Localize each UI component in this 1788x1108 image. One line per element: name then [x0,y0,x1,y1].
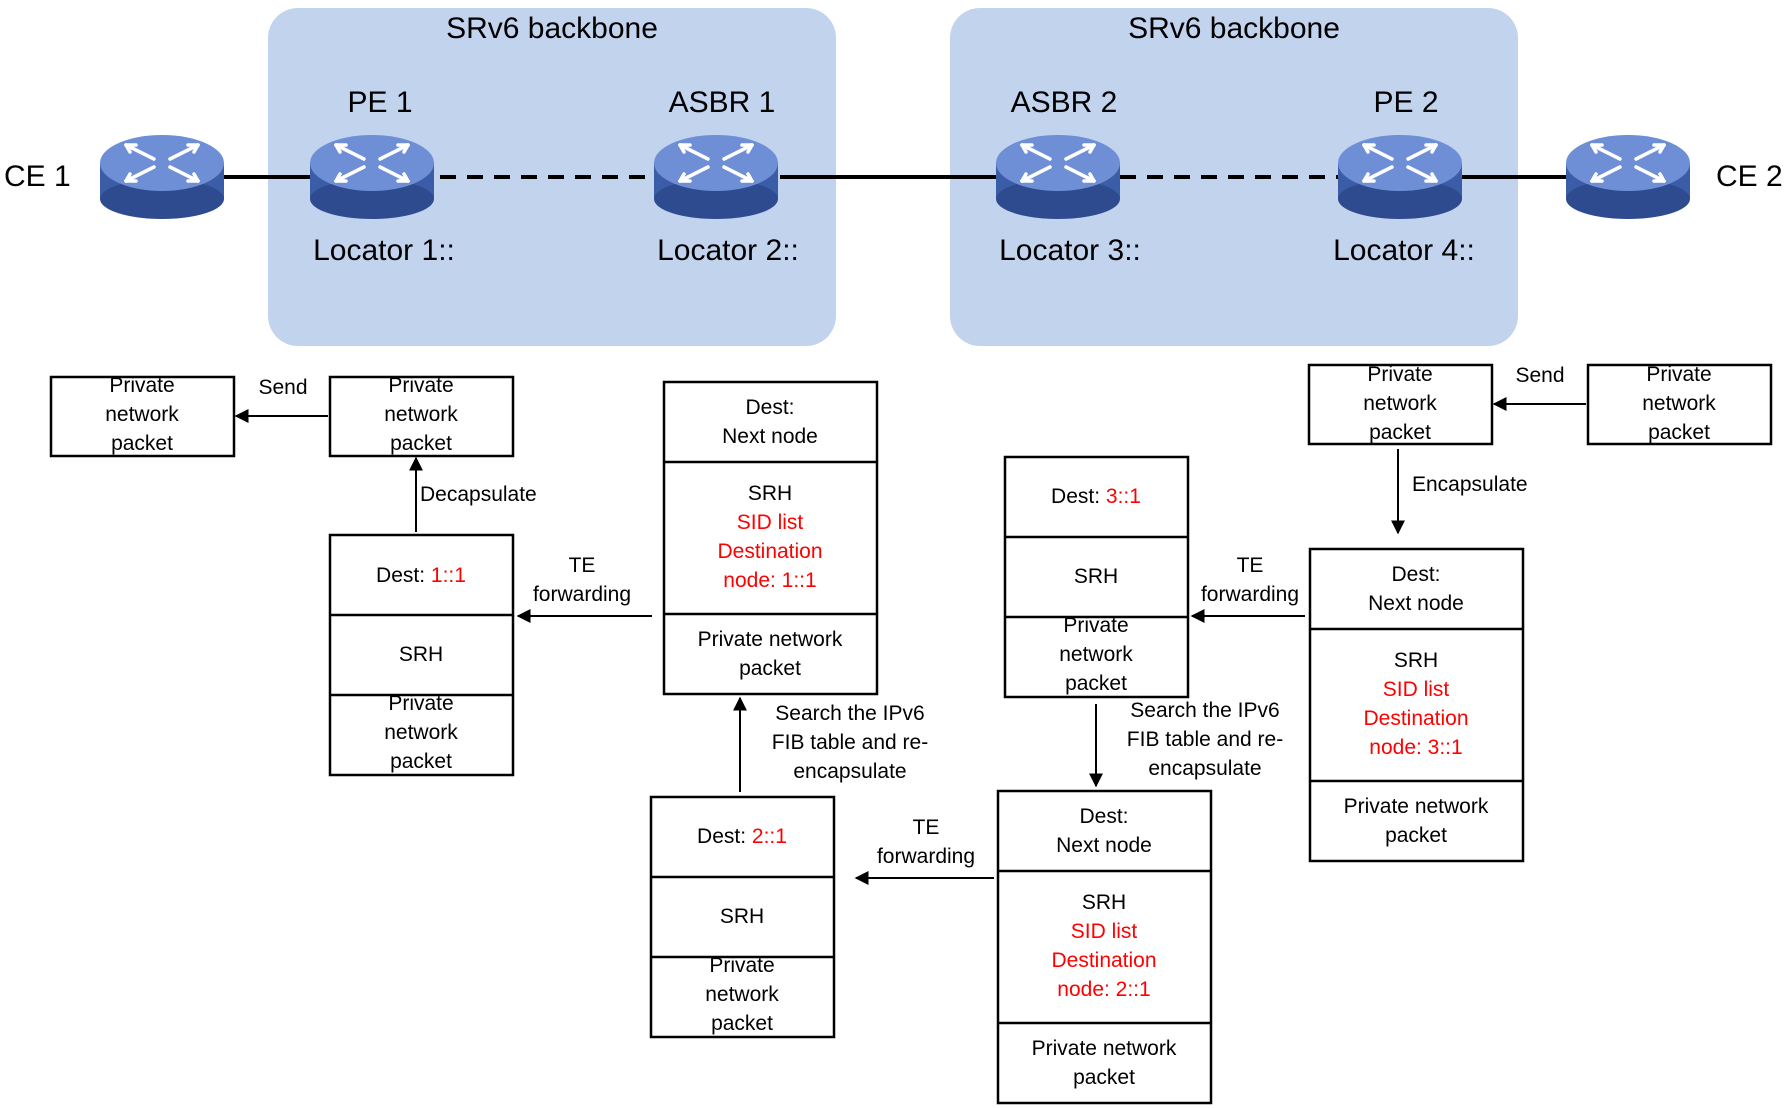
svg-text:SRH: SRH [1074,565,1118,588]
svg-text:Private: Private [1367,363,1432,386]
svg-text:packet: packet [1073,1066,1135,1089]
packet-pe1-received: Dest: 1::1 SRH Private network packet [328,533,515,777]
router-icon-ce2 [1564,133,1692,221]
label-send-ce2: Send [1515,364,1564,387]
packet-ce1-received: Private network packet [49,374,236,458]
packet-pe2-encapsulated: Dest: Next node SRH SID list Destination… [1308,547,1525,863]
svg-text:SID list: SID list [1071,920,1138,943]
node-name-asbr1: ASBR 1 [669,86,776,119]
node-name-asbr2: ASBR 2 [1011,86,1118,119]
svg-text:node: 2::1: node: 2::1 [1057,978,1150,1001]
svg-text:Dest: 3::1: Dest: 3::1 [1051,485,1141,508]
svg-text:Dest: 1::1: Dest: 1::1 [376,564,466,587]
svg-text:packet: packet [1065,672,1127,695]
svg-text:node: 1::1: node: 1::1 [723,569,816,592]
router-icon-pe1 [308,133,436,221]
label-encapsulate: Encapsulate [1412,473,1528,496]
svg-text:Dest: 2::1: Dest: 2::1 [697,825,787,848]
svg-text:SRH: SRH [720,905,764,928]
svg-text:Dest:: Dest: [1079,805,1128,828]
label-decapsulate: Decapsulate [420,483,537,506]
svg-text:Private: Private [1063,614,1128,637]
label-te-forwarding-1: TE [569,554,596,577]
svg-text:Private: Private [388,374,453,397]
router-icon-asbr1 [652,133,780,221]
packet-ce2-sent: Private network packet [1586,363,1773,446]
svg-text:Private: Private [388,692,453,715]
backbone-label-1: SRv6 backbone [446,12,658,45]
packet-pe2-received: Private network packet [1307,363,1494,446]
label-search-fib-1b: FIB table and re- [772,731,928,754]
svg-text:Dest:: Dest: [1391,563,1440,586]
svg-text:Destination: Destination [1363,707,1468,730]
svg-text:packet: packet [390,432,452,455]
label-te-forwarding-1b: forwarding [533,583,631,606]
svg-text:network: network [105,403,179,426]
packet-asbr1-reencapsulated: Dest: Next node SRH SID list Destination… [662,380,879,696]
svg-text:network: network [1642,392,1716,415]
node-name-pe1: PE 1 [347,86,412,119]
svg-text:network: network [1059,643,1133,666]
locator-asbr2: Locator 3:: [999,234,1141,267]
svg-text:network: network [1363,392,1437,415]
svg-text:network: network [705,983,779,1006]
svg-text:packet: packet [1648,421,1710,444]
svg-text:packet: packet [111,432,173,455]
router-icon-ce1 [98,133,226,221]
router-icon-pe2 [1336,133,1464,221]
label-te-forwarding-2b: forwarding [877,845,975,868]
label-send-ce1: Send [258,376,307,399]
packet-asbr1-received: Dest: 2::1 SRH Private network packet [649,795,836,1039]
svg-text:packet: packet [739,657,801,680]
svg-text:Destination: Destination [717,540,822,563]
svg-text:node: 3::1: node: 3::1 [1369,736,1462,759]
svg-text:SRH: SRH [748,482,792,505]
svg-text:Private: Private [709,954,774,977]
svg-text:SRH: SRH [399,643,443,666]
label-search-fib-1c: encapsulate [793,760,906,783]
label-search-fib-2c: encapsulate [1148,757,1261,780]
packet-asbr2-received: Dest: 3::1 SRH Private network packet [1003,455,1190,699]
packet-pe1-decapsulated: Private network packet [328,374,515,458]
label-te-forwarding-2: TE [913,816,940,839]
locator-asbr1: Locator 2:: [657,234,799,267]
svg-text:packet: packet [1369,421,1431,444]
svg-text:SID list: SID list [1383,678,1450,701]
svg-text:network: network [384,403,458,426]
svg-text:Private network: Private network [698,628,843,651]
label-search-fib-1a: Search the IPv6 [775,702,924,725]
label-search-fib-2b: FIB table and re- [1127,728,1283,751]
svg-text:SRH: SRH [1082,891,1126,914]
svg-text:Private: Private [109,374,174,397]
packet-asbr2-reencapsulated: Dest: Next node SRH SID list Destination… [996,789,1213,1105]
svg-text:Destination: Destination [1051,949,1156,972]
svg-text:Dest:: Dest: [745,396,794,419]
svg-text:SID list: SID list [737,511,804,534]
svg-text:Private network: Private network [1344,795,1489,818]
node-name-ce2: CE 2 [1716,160,1783,193]
label-te-forwarding-3b: forwarding [1201,583,1299,606]
node-name-ce1: CE 1 [4,160,71,193]
svg-text:Next node: Next node [1368,592,1464,615]
svg-text:Next node: Next node [1056,834,1152,857]
router-icon-asbr2 [994,133,1122,221]
node-name-pe2: PE 2 [1373,86,1438,119]
locator-pe2: Locator 4:: [1333,234,1475,267]
svg-text:packet: packet [711,1012,773,1035]
label-te-forwarding-3: TE [1237,554,1264,577]
svg-text:packet: packet [1385,824,1447,847]
label-search-fib-2a: Search the IPv6 [1130,699,1279,722]
svg-text:network: network [384,721,458,744]
svg-text:packet: packet [390,750,452,773]
backbone-label-2: SRv6 backbone [1128,12,1340,45]
svg-text:Private network: Private network [1032,1037,1177,1060]
svg-text:Next node: Next node [722,425,818,448]
svg-text:Private: Private [1646,363,1711,386]
locator-pe1: Locator 1:: [313,234,455,267]
svg-text:SRH: SRH [1394,649,1438,672]
